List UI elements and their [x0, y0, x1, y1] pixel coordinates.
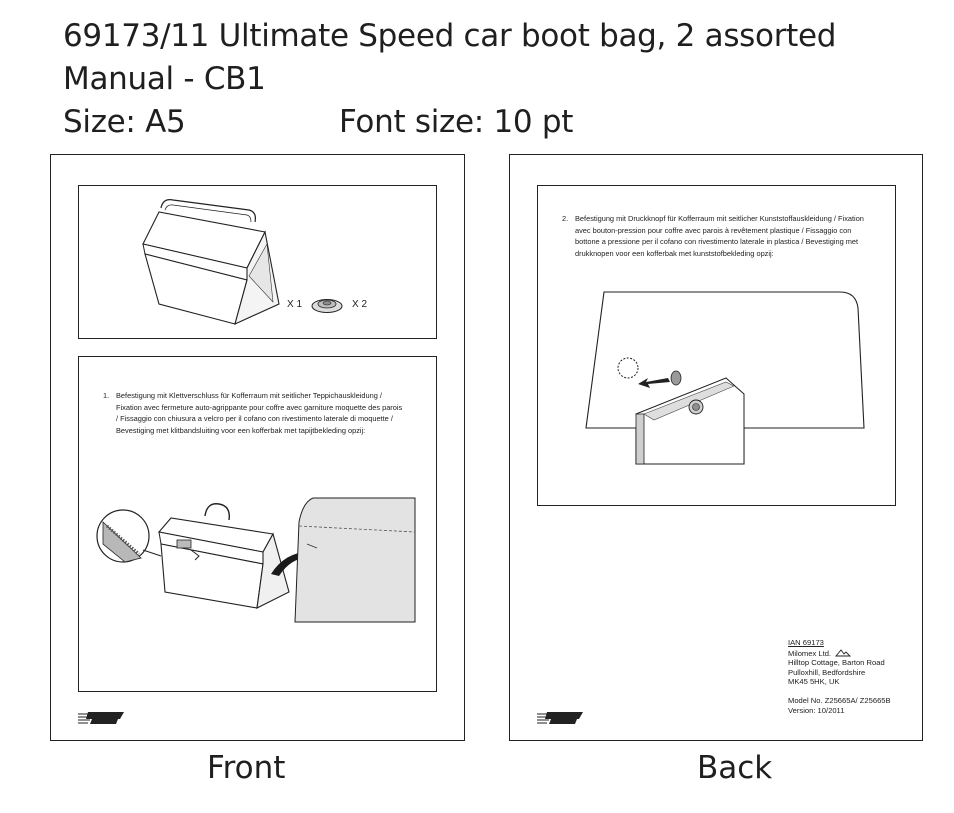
company-name: Milomex Ltd. — [788, 648, 832, 658]
address-line-2: Pulloxhill, Bedfordshire — [788, 667, 866, 677]
address-line-3: MK45 5HK, UK — [788, 677, 840, 687]
mountain-logo-icon — [835, 648, 852, 657]
press-button-icon — [311, 299, 343, 313]
step1-panel: 1. Befestigung mit Klettverschluss für K… — [78, 356, 437, 692]
manufacturer-info: IAN 69173 Milomex Ltd. Hilltop Cottage, … — [788, 638, 891, 715]
step2-instruction: 2. Befestigung mit Druckknopf für Koffer… — [562, 213, 878, 263]
boot-bag-illustration — [142, 199, 280, 325]
size-label: Size: A5 — [63, 104, 186, 140]
ultimate-speed-logo — [78, 711, 126, 725]
step1-text: Befestigung mit Klettverschluss für Koff… — [116, 391, 403, 435]
contents-panel: X 1 X 2 — [78, 185, 437, 339]
model-number: Model No. Z25665A/ Z25665B — [788, 695, 891, 705]
version: Version: 10/2011 — [788, 705, 845, 715]
font-size-label: Font size: 10 pt — [339, 104, 574, 140]
step2-text: Befestigung mit Druckknopf für Kofferrau… — [575, 214, 864, 258]
ian-number: IAN 69173 — [788, 638, 824, 647]
back-page: 2. Befestigung mit Druckknopf für Koffer… — [509, 154, 923, 741]
press-stud-attachment-illustration — [585, 291, 865, 465]
velcro-attachment-illustration — [96, 497, 416, 623]
step1-instruction: 1. Befestigung mit Klettverschluss für K… — [103, 390, 403, 450]
front-page: X 1 X 2 1. Befestigung mit Klettverschlu… — [50, 154, 465, 741]
step1-number: 1. — [103, 391, 110, 400]
document-title: 69173/11 Ultimate Speed car boot bag, 2 … — [63, 18, 837, 54]
front-label: Front — [207, 750, 286, 786]
button-quantity: X 2 — [352, 299, 368, 310]
ultimate-speed-logo — [537, 711, 585, 725]
manual-code: Manual - CB1 — [63, 61, 266, 97]
back-label: Back — [697, 750, 773, 786]
address-line-1: Hilltop Cottage, Barton Road — [788, 658, 885, 668]
step2-number: 2. — [562, 214, 569, 223]
bag-quantity: X 1 — [287, 299, 303, 310]
step2-panel: 2. Befestigung mit Druckknopf für Koffer… — [537, 185, 896, 506]
company-line: Milomex Ltd. — [788, 648, 891, 659]
